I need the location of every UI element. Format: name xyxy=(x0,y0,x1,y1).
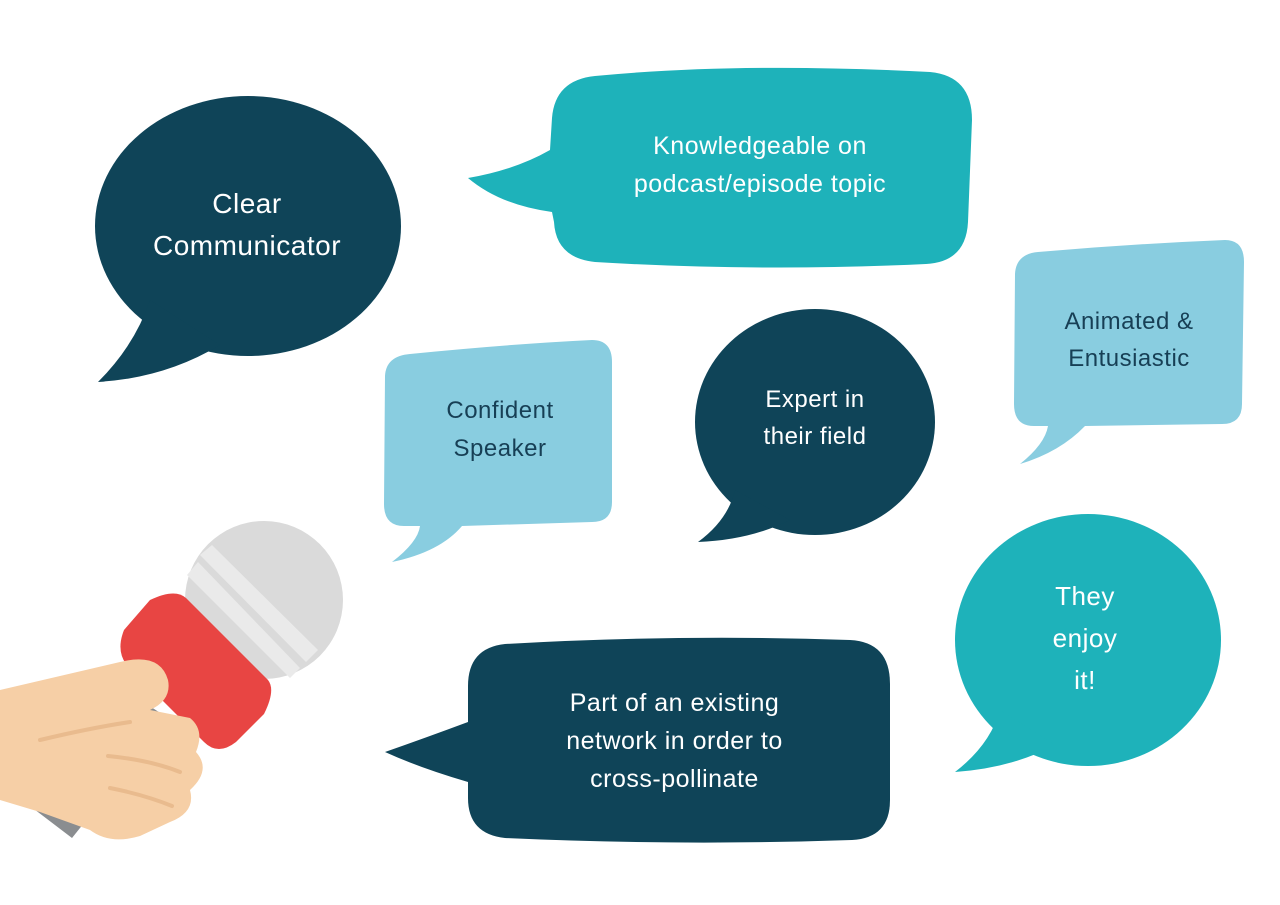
label-line: cross-pollinate xyxy=(590,765,759,793)
hand-icon xyxy=(0,659,203,840)
label-line: network in order to xyxy=(566,727,783,755)
label-line: Entusiastic xyxy=(1068,345,1190,372)
label-network: Part of an existing network in order to … xyxy=(462,682,887,800)
label-line: They xyxy=(1055,580,1115,611)
bubble-knowledgeable xyxy=(468,67,972,268)
label-line: podcast/episode topic xyxy=(633,170,887,198)
bubble-expert xyxy=(695,309,935,542)
label-line: Clear xyxy=(212,188,282,219)
label-animated: Animated & Entusiastic xyxy=(1015,300,1243,380)
label-they-enjoy: They enjoy it! xyxy=(965,570,1205,705)
bubble-clear-communicator xyxy=(95,96,401,382)
label-expert: Expert in their field xyxy=(697,378,933,458)
label-line: Knowledgeable on xyxy=(653,132,867,160)
label-line: Speaker xyxy=(453,435,547,462)
label-line: it! xyxy=(1074,664,1096,695)
bubble-they-enjoy xyxy=(955,514,1221,772)
label-line: Animated & xyxy=(1064,308,1194,335)
label-line: Part of an existing xyxy=(569,689,780,717)
label-knowledgeable: Knowledgeable on podcast/episode topic xyxy=(555,125,965,205)
label-line: Confident xyxy=(446,397,554,424)
label-confident-speaker: Confident Speaker xyxy=(385,390,615,470)
label-line: enjoy xyxy=(1052,622,1118,653)
label-line: their field xyxy=(763,423,867,450)
label-line: Expert in xyxy=(765,386,865,413)
bubble-animated xyxy=(1014,240,1244,464)
label-clear-communicator: Clear Communicator xyxy=(97,170,397,280)
bubble-confident-speaker xyxy=(384,340,612,562)
label-line: Communicator xyxy=(152,230,342,261)
bubble-network xyxy=(385,637,890,843)
